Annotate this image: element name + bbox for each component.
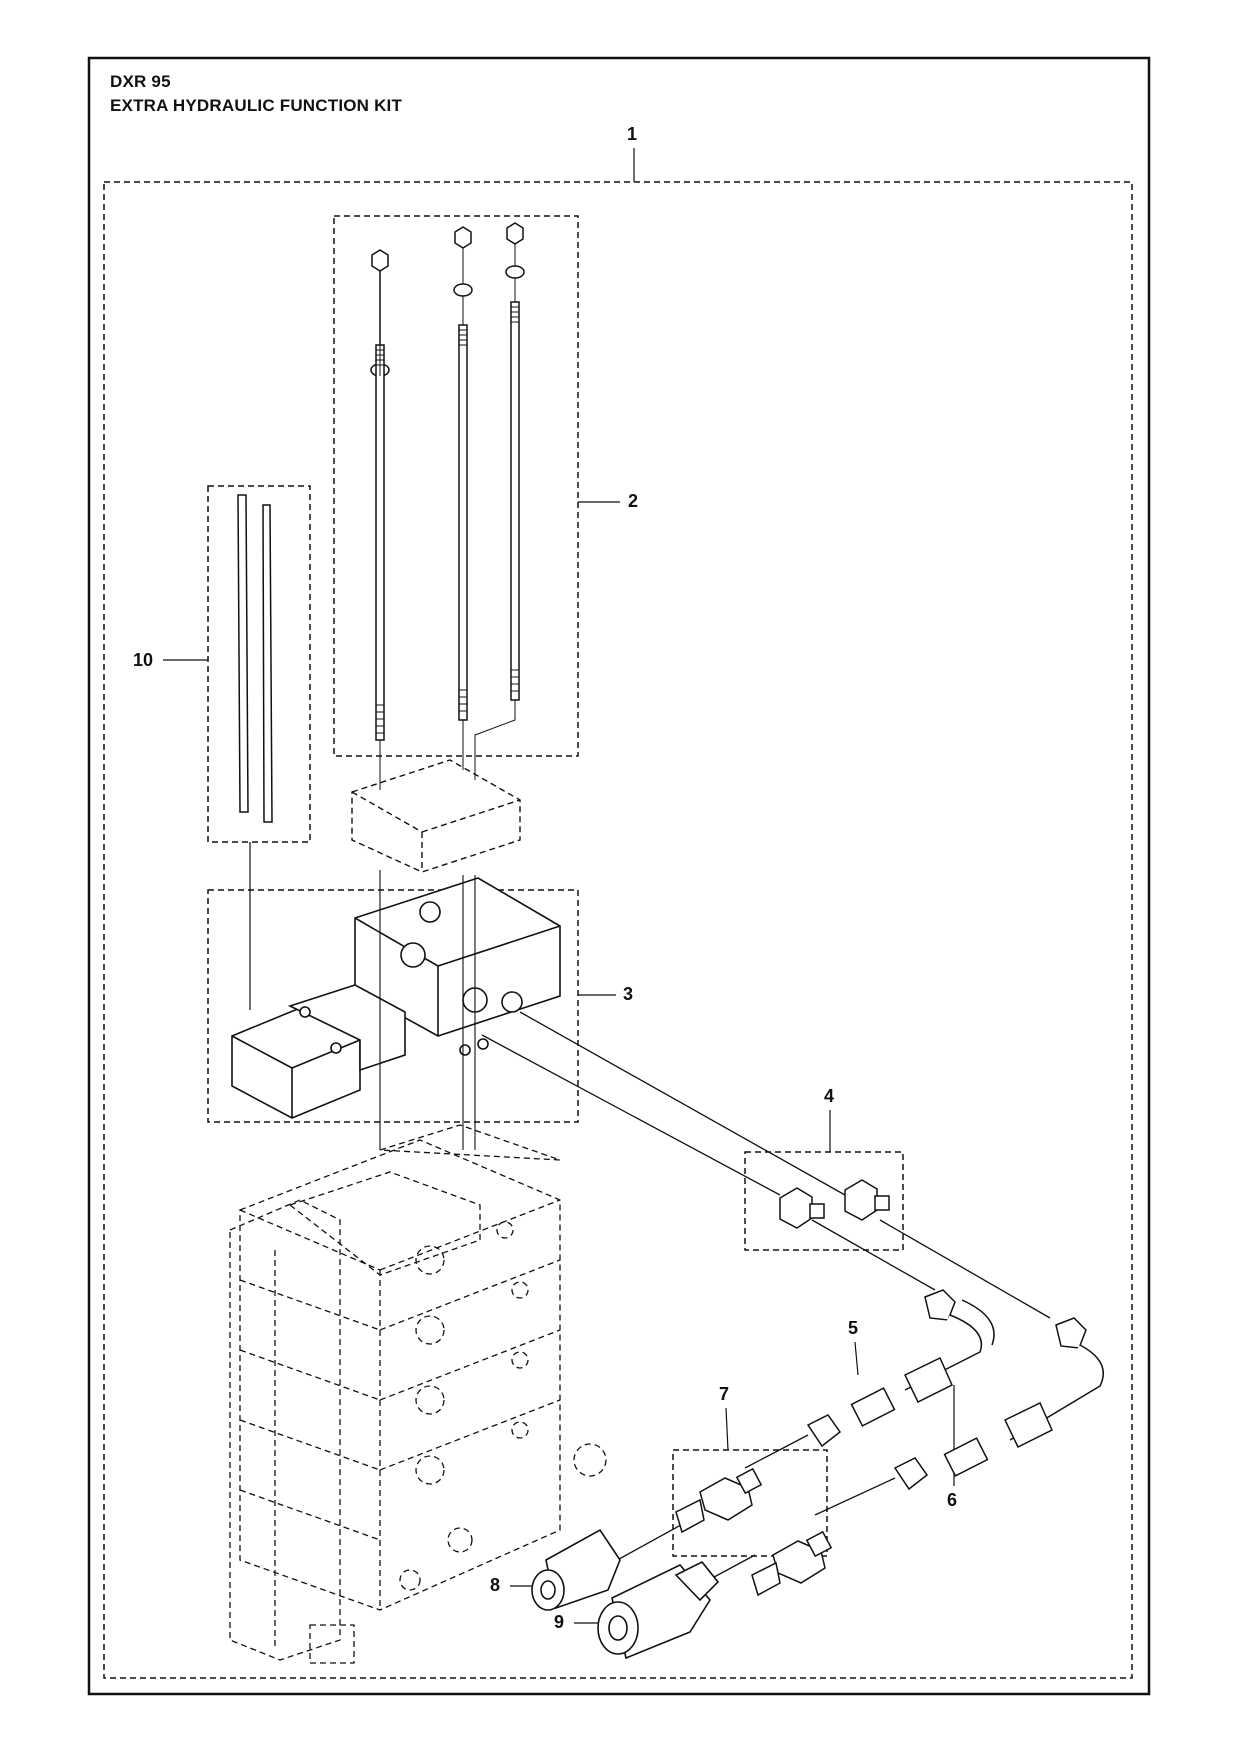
callout-9: 9 bbox=[554, 1612, 565, 1632]
hex-nut-icon bbox=[371, 249, 389, 272]
washer-icon bbox=[453, 283, 473, 297]
callout-6: 6 bbox=[947, 1490, 958, 1510]
quick-coupling-female bbox=[597, 1560, 720, 1660]
leader-line-7 bbox=[725, 1407, 729, 1451]
hex-nut-icon bbox=[506, 222, 524, 245]
hose-lines bbox=[481, 1011, 1051, 1319]
adapter-group-box bbox=[744, 1151, 904, 1251]
kit-boundary bbox=[103, 181, 1133, 1679]
valve-section bbox=[231, 877, 561, 1119]
adapter-icon bbox=[779, 1187, 813, 1229]
callout-2: 2 bbox=[628, 491, 639, 511]
seal-strips bbox=[237, 494, 273, 1010]
leader-line-5 bbox=[854, 1341, 859, 1376]
callout-1: 1 bbox=[627, 124, 638, 144]
callout-3: 3 bbox=[623, 984, 634, 1004]
tie-rod-group-box bbox=[333, 215, 579, 757]
quick-coupling-male bbox=[531, 1528, 621, 1611]
hose-fitting-icon bbox=[1055, 1317, 1087, 1349]
callout-5: 5 bbox=[848, 1318, 859, 1338]
adapter-icon bbox=[844, 1179, 878, 1221]
page-frame bbox=[87, 56, 1151, 1696]
hose-fitting-icon bbox=[924, 1289, 956, 1321]
nipple-icon bbox=[699, 1477, 753, 1521]
callout-4: 4 bbox=[824, 1086, 835, 1106]
callout-10: 10 bbox=[133, 650, 154, 670]
tie-rods bbox=[370, 222, 525, 741]
model-name: DXR 95 bbox=[110, 72, 171, 91]
threaded-rod-icon bbox=[510, 301, 520, 701]
washer-icon bbox=[505, 265, 525, 279]
hose-fitting-icon bbox=[806, 1414, 842, 1448]
nipples bbox=[675, 1467, 833, 1597]
hex-nut-icon bbox=[454, 226, 472, 249]
hoses bbox=[806, 1289, 1104, 1491]
seal-strip-group-box bbox=[207, 485, 311, 843]
threaded-rod-icon bbox=[458, 324, 468, 721]
threaded-rod-icon bbox=[375, 344, 385, 741]
hose-fitting-icon bbox=[893, 1457, 929, 1491]
valve-section-box bbox=[207, 889, 579, 1123]
valve-bank bbox=[229, 1124, 607, 1664]
adapters bbox=[779, 1179, 890, 1229]
callout-7: 7 bbox=[719, 1384, 730, 1404]
callout-8: 8 bbox=[490, 1575, 501, 1595]
spacer-block bbox=[351, 759, 521, 873]
kit-title: EXTRA HYDRAULIC FUNCTION KIT bbox=[110, 96, 403, 115]
